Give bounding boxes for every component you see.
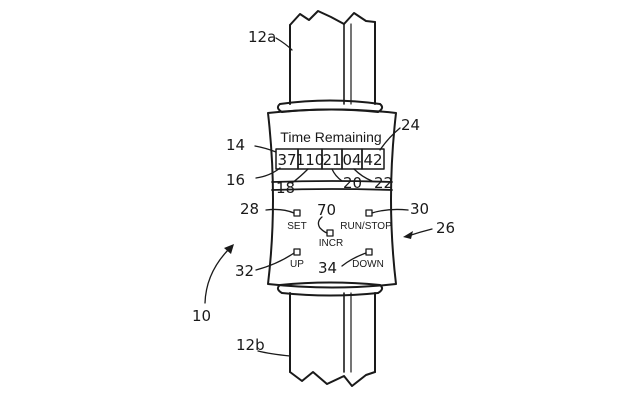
run-stop-label: RUN/STOP [340, 221, 392, 232]
ref-34: 34 [318, 259, 337, 277]
ref-22: 22 [374, 174, 393, 192]
ref-26: 26 [436, 219, 455, 237]
lower-strap [289, 292, 376, 387]
display-digit-2: 110 [296, 151, 325, 169]
ref-28: 28 [240, 200, 259, 218]
ref-10: 10 [192, 307, 211, 325]
incr-label: INCR [319, 238, 343, 249]
ref-16: 16 [226, 171, 245, 189]
reference-numerals: 12a 14 16 18 20 22 24 26 28 30 32 34 70 … [192, 28, 455, 354]
run-stop-button[interactable]: RUN/STOP [340, 209, 392, 232]
up-label: UP [290, 259, 304, 270]
time-display: 37 110 21 04 42 [275, 148, 385, 170]
display-title: Time Remaining [280, 129, 381, 145]
ref-30: 30 [410, 200, 429, 218]
arrow-10 [204, 244, 234, 304]
ref-12b: 12b [236, 336, 265, 354]
ref-70: 70 [317, 201, 336, 219]
leader-lines [254, 37, 409, 357]
lower-collar [276, 281, 384, 297]
set-button[interactable]: SET [287, 209, 307, 232]
down-label: DOWN [352, 259, 384, 270]
incr-button[interactable]: INCR [319, 229, 343, 249]
ref-18: 18 [276, 179, 295, 197]
ref-20: 20 [343, 174, 362, 192]
ref-14: 14 [226, 136, 245, 154]
display-digit-3: 21 [322, 151, 341, 169]
ref-12a: 12a [248, 28, 276, 46]
watch-body [267, 108, 397, 289]
set-label: SET [287, 221, 306, 232]
display-digit-5: 42 [363, 151, 382, 169]
upper-strap [289, 10, 376, 105]
body-band [271, 180, 393, 191]
display-digit-1: 37 [277, 151, 296, 169]
arrow-26 [403, 228, 433, 239]
ref-32: 32 [235, 262, 254, 280]
ref-24: 24 [401, 116, 420, 134]
up-button[interactable]: UP [290, 248, 304, 270]
display-digit-4: 04 [342, 151, 361, 169]
down-button[interactable]: DOWN [352, 248, 384, 270]
